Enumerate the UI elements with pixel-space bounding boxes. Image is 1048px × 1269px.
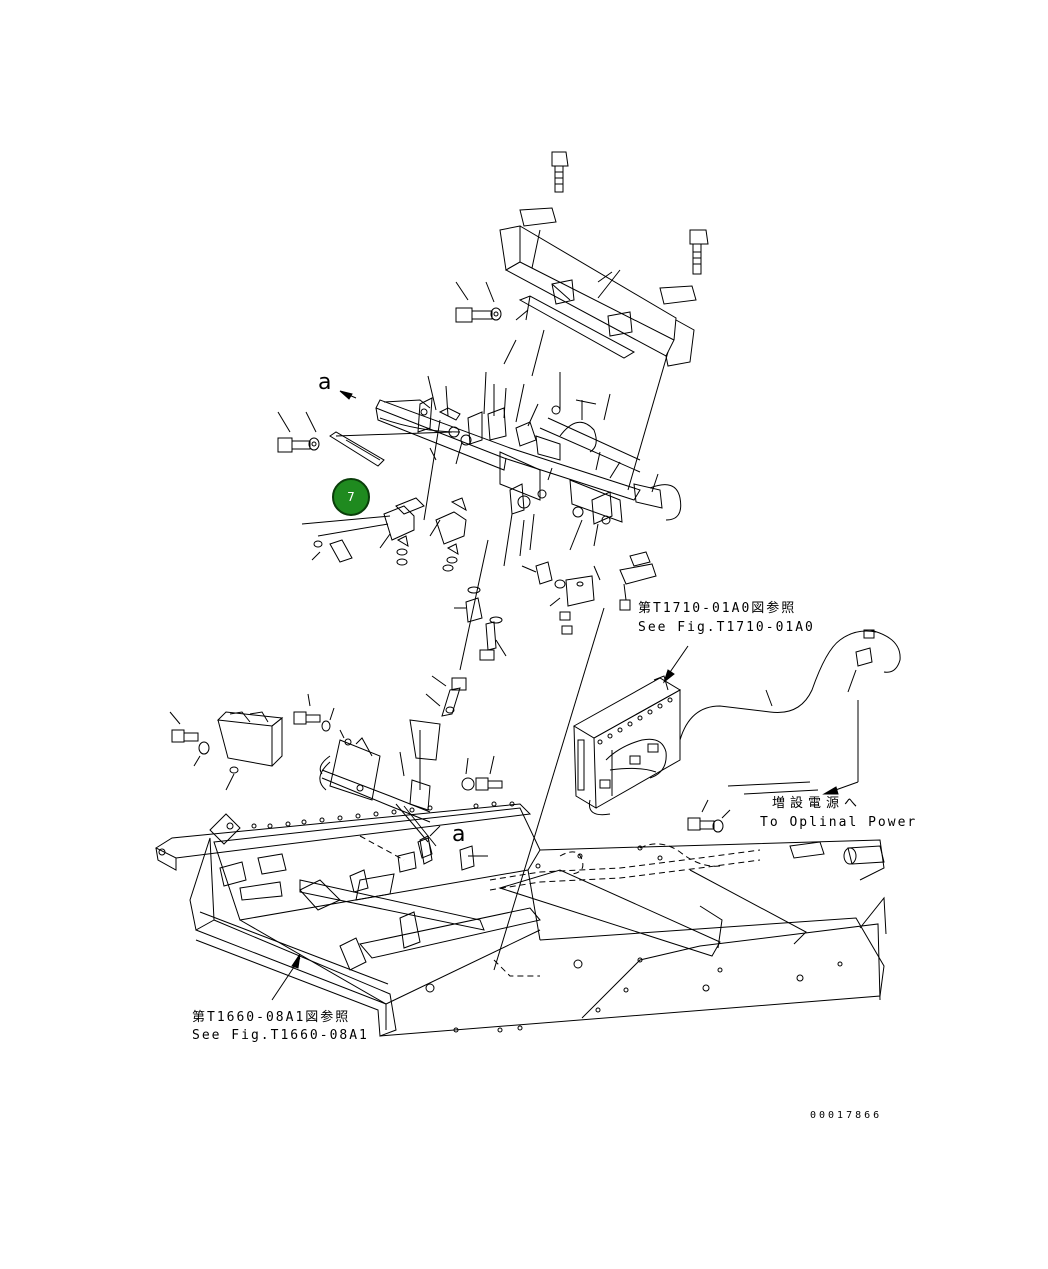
ref-t1710-en: See Fig.T1710-01A0 xyxy=(638,620,815,635)
ref-power-en: To Oplinal Power xyxy=(760,815,918,830)
mark-a-arrow-top xyxy=(340,391,356,399)
cable-to-power xyxy=(680,630,900,740)
controller-box xyxy=(574,676,680,815)
plate-strip xyxy=(516,296,634,358)
view-mark-a-top: a xyxy=(318,370,332,395)
arrow-to-controller xyxy=(664,646,688,682)
bolt-lower-center xyxy=(426,676,466,716)
bolt-mid xyxy=(294,694,334,731)
cable-assembly-mid xyxy=(320,720,440,864)
bolt-right xyxy=(688,800,730,832)
callout-marker[interactable]: 7 xyxy=(332,478,370,516)
top-bracket xyxy=(500,208,696,366)
callout-number: 7 xyxy=(347,490,355,504)
top-bolt-right xyxy=(690,230,708,274)
ref-t1660-en: See Fig.T1660-08A1 xyxy=(192,1028,369,1043)
bracket-midleft xyxy=(218,712,282,790)
main-chassis xyxy=(156,802,886,1036)
dashed-cable-run xyxy=(360,836,760,976)
ref-t1710-ja: 第T1710-01A0図参照 xyxy=(638,601,797,616)
bolt-washer-upper xyxy=(456,282,501,322)
top-bolt-left xyxy=(552,152,568,192)
ref-t1660-ja: 第T1660-08A1図参照 xyxy=(192,1010,351,1025)
bolt-washer-midleft xyxy=(170,712,209,766)
leader-lines-lower xyxy=(272,826,488,1000)
arrow-to-power xyxy=(728,700,858,794)
ref-power-ja: 増設電源へ xyxy=(772,796,863,811)
assembly-lines xyxy=(424,330,668,970)
leader-lines-center xyxy=(428,372,658,566)
bolt-washer-left xyxy=(278,412,319,452)
document-number: 00017866 xyxy=(810,1110,883,1121)
lower-brackets-left xyxy=(302,498,466,571)
bolt-stack-center xyxy=(454,552,656,660)
view-mark-a-center: a xyxy=(452,822,466,847)
plate-strip-left xyxy=(330,432,452,466)
bolt-washer-mid-right xyxy=(462,756,502,790)
center-frame xyxy=(376,398,681,524)
